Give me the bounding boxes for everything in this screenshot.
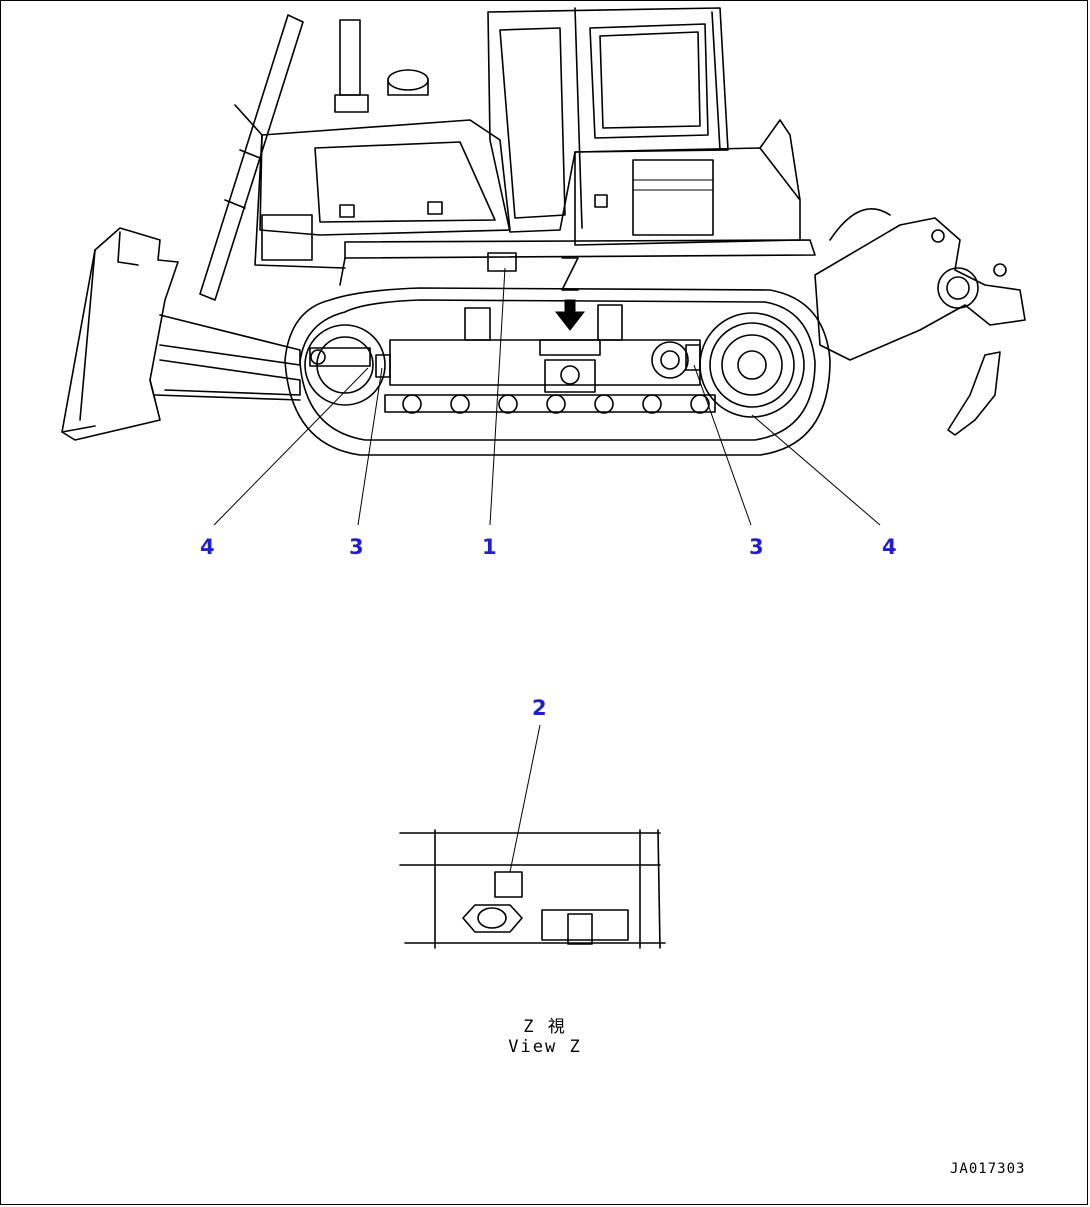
lift-cylinder bbox=[199, 14, 304, 301]
main-frame bbox=[339, 239, 816, 286]
view-label-en: View Z bbox=[508, 1037, 582, 1057]
sprocket bbox=[651, 312, 805, 418]
view-label-jp: Z 視 bbox=[523, 1017, 567, 1037]
callout-4-right: 4 bbox=[882, 535, 897, 559]
view-z-arrow bbox=[554, 257, 586, 331]
rear-body bbox=[574, 119, 801, 246]
callout-4-left: 4 bbox=[200, 535, 215, 559]
leader-lines bbox=[213, 267, 881, 873]
front-idler bbox=[304, 324, 391, 406]
track-rollers bbox=[402, 394, 710, 414]
ripper bbox=[814, 208, 1026, 436]
operator-cab bbox=[487, 7, 729, 233]
callout-1: 1 bbox=[482, 535, 497, 559]
dozer-blade bbox=[61, 227, 179, 441]
push-frame bbox=[154, 314, 301, 401]
callout-2: 2 bbox=[532, 696, 547, 720]
callout-3-right: 3 bbox=[749, 535, 764, 559]
callout-3-left: 3 bbox=[349, 535, 364, 559]
view-marker: Z bbox=[556, 250, 557, 251]
view-z-detail bbox=[399, 829, 666, 949]
drawing-number: JA017303 bbox=[950, 1161, 1026, 1177]
engine-hood bbox=[234, 19, 511, 269]
